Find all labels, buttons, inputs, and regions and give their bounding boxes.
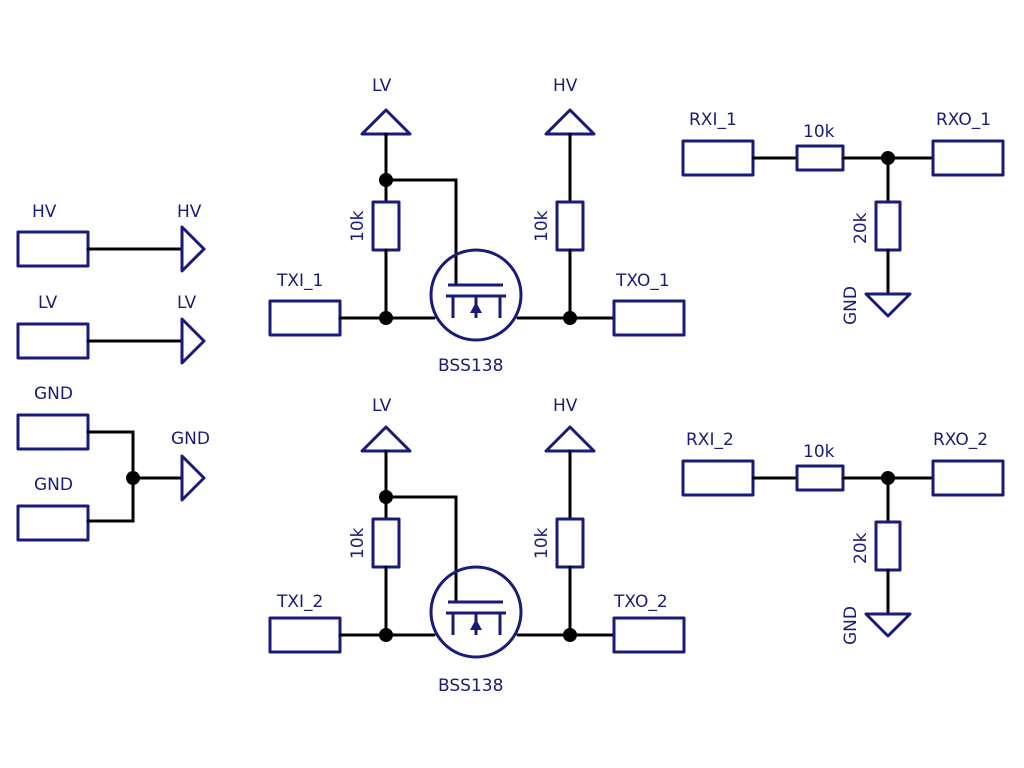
resistor-series: [795, 144, 845, 172]
gnd-input-pad-1: [16, 413, 90, 451]
source-junction: [379, 628, 393, 642]
mosfet-symbol: [429, 565, 523, 659]
txi-label: TXI_1: [276, 271, 323, 291]
rxi-pad: [681, 459, 755, 497]
resistor-series: [795, 464, 845, 492]
rxi-pad: [681, 139, 755, 177]
level-shifter-1: LV HV 10k 10k TXI_1 TXO_1 BSS138: [268, 76, 686, 376]
r-shunt-label: 20k: [851, 212, 871, 244]
txo-pad: [612, 299, 686, 337]
r-low-label: 10k: [348, 527, 368, 559]
lv-supply-label: LV: [372, 76, 392, 96]
power-connectors: HV HV LV LV GND GND GND: [16, 202, 210, 542]
txi-pad: [268, 299, 342, 337]
voltage-divider-1: RXI_1 RXO_1 10k 20k GND: [681, 110, 1005, 325]
lv-supply-symbol: [360, 108, 412, 136]
rxi-label: RXI_1: [689, 110, 737, 130]
r-shunt-label: 20k: [851, 532, 871, 564]
txo-pad: [612, 616, 686, 654]
resistor-low-side: [371, 200, 401, 252]
source-junction: [379, 311, 393, 325]
txo-label: TXO_1: [615, 271, 670, 291]
rxo-label: RXO_1: [936, 110, 991, 130]
hv-output-label: HV: [177, 202, 202, 222]
txo-label: TXO_2: [613, 592, 668, 612]
gnd-input-label-2: GND: [34, 475, 73, 495]
hv-input-pad: [16, 230, 90, 268]
mosfet-symbol: [429, 248, 523, 342]
r-low-label: 10k: [348, 210, 368, 242]
gnd-input-label-1: GND: [34, 384, 73, 404]
r-series-label: 10k: [803, 442, 835, 462]
rxi-label: RXI_2: [686, 430, 734, 450]
resistor-high-side: [555, 200, 585, 252]
ground-label: GND: [841, 286, 861, 325]
resistor-high-side: [555, 517, 585, 569]
resistor-shunt: [874, 520, 902, 572]
gnd-junction: [126, 471, 140, 485]
txi-label: TXI_2: [276, 592, 323, 612]
hv-input-label: HV: [32, 202, 57, 222]
voltage-divider-2: RXI_2 RXO_2 10k 20k GND: [681, 430, 1005, 645]
ground-symbol: [864, 612, 912, 638]
lv-supply-label: LV: [372, 396, 392, 416]
drain-junction: [563, 311, 577, 325]
r-high-label: 10k: [532, 527, 552, 559]
rxo-pad: [931, 459, 1005, 497]
mosfet-label: BSS138: [438, 676, 503, 696]
gnd-input-pad-2: [16, 504, 90, 542]
hv-supply-arrow: [180, 225, 206, 273]
resistor-low-side: [371, 517, 401, 569]
rxo-pad: [931, 139, 1005, 177]
resistor-shunt: [874, 200, 902, 252]
r-series-label: 10k: [803, 122, 835, 142]
gnd-output-label: GND: [171, 429, 210, 449]
lv-input-label: LV: [38, 293, 58, 313]
lv-input-pad: [16, 322, 90, 360]
hv-supply-symbol: [544, 108, 596, 136]
lv-supply-symbol: [360, 425, 412, 453]
level-shifter-2: LV HV 10k 10k TXI_2 TXO_2 BSS138: [268, 396, 686, 696]
hv-supply-label: HV: [553, 76, 578, 96]
drain-junction: [563, 628, 577, 642]
hv-supply-label: HV: [553, 396, 578, 416]
hv-supply-symbol: [544, 425, 596, 453]
gnd-supply-arrow: [180, 454, 206, 502]
r-high-label: 10k: [532, 210, 552, 242]
lv-output-label: LV: [177, 293, 197, 313]
ground-symbol: [864, 292, 912, 318]
lv-supply-arrow: [180, 317, 206, 365]
ground-label: GND: [841, 606, 861, 645]
mosfet-label: BSS138: [438, 356, 503, 376]
txi-pad: [268, 616, 342, 654]
rxo-label: RXO_2: [933, 430, 988, 450]
